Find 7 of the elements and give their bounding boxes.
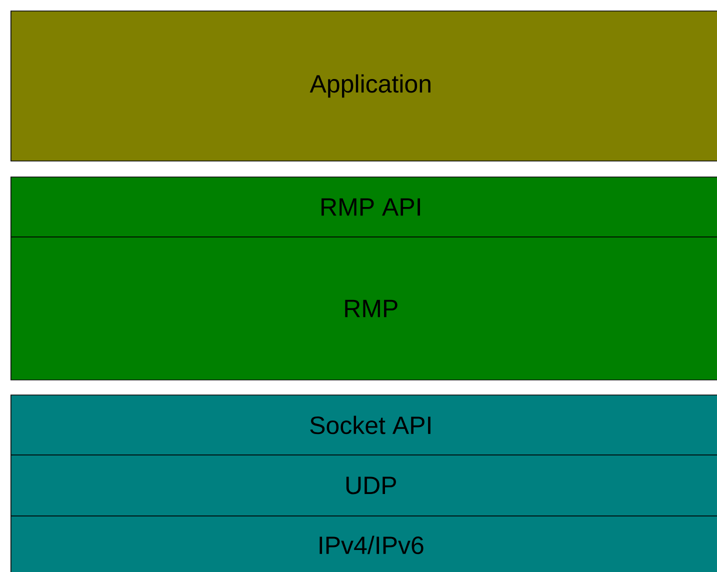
layer-box: Application: [10, 10, 717, 162]
layer-box: Socket API: [10, 394, 717, 456]
layer-box: RMP API: [10, 176, 717, 238]
layer-box: IPv4/IPv6: [10, 516, 717, 572]
layer-box: UDP: [10, 454, 717, 516]
node-label: UDP: [346, 476, 396, 494]
node-label: RMP API: [322, 198, 420, 216]
